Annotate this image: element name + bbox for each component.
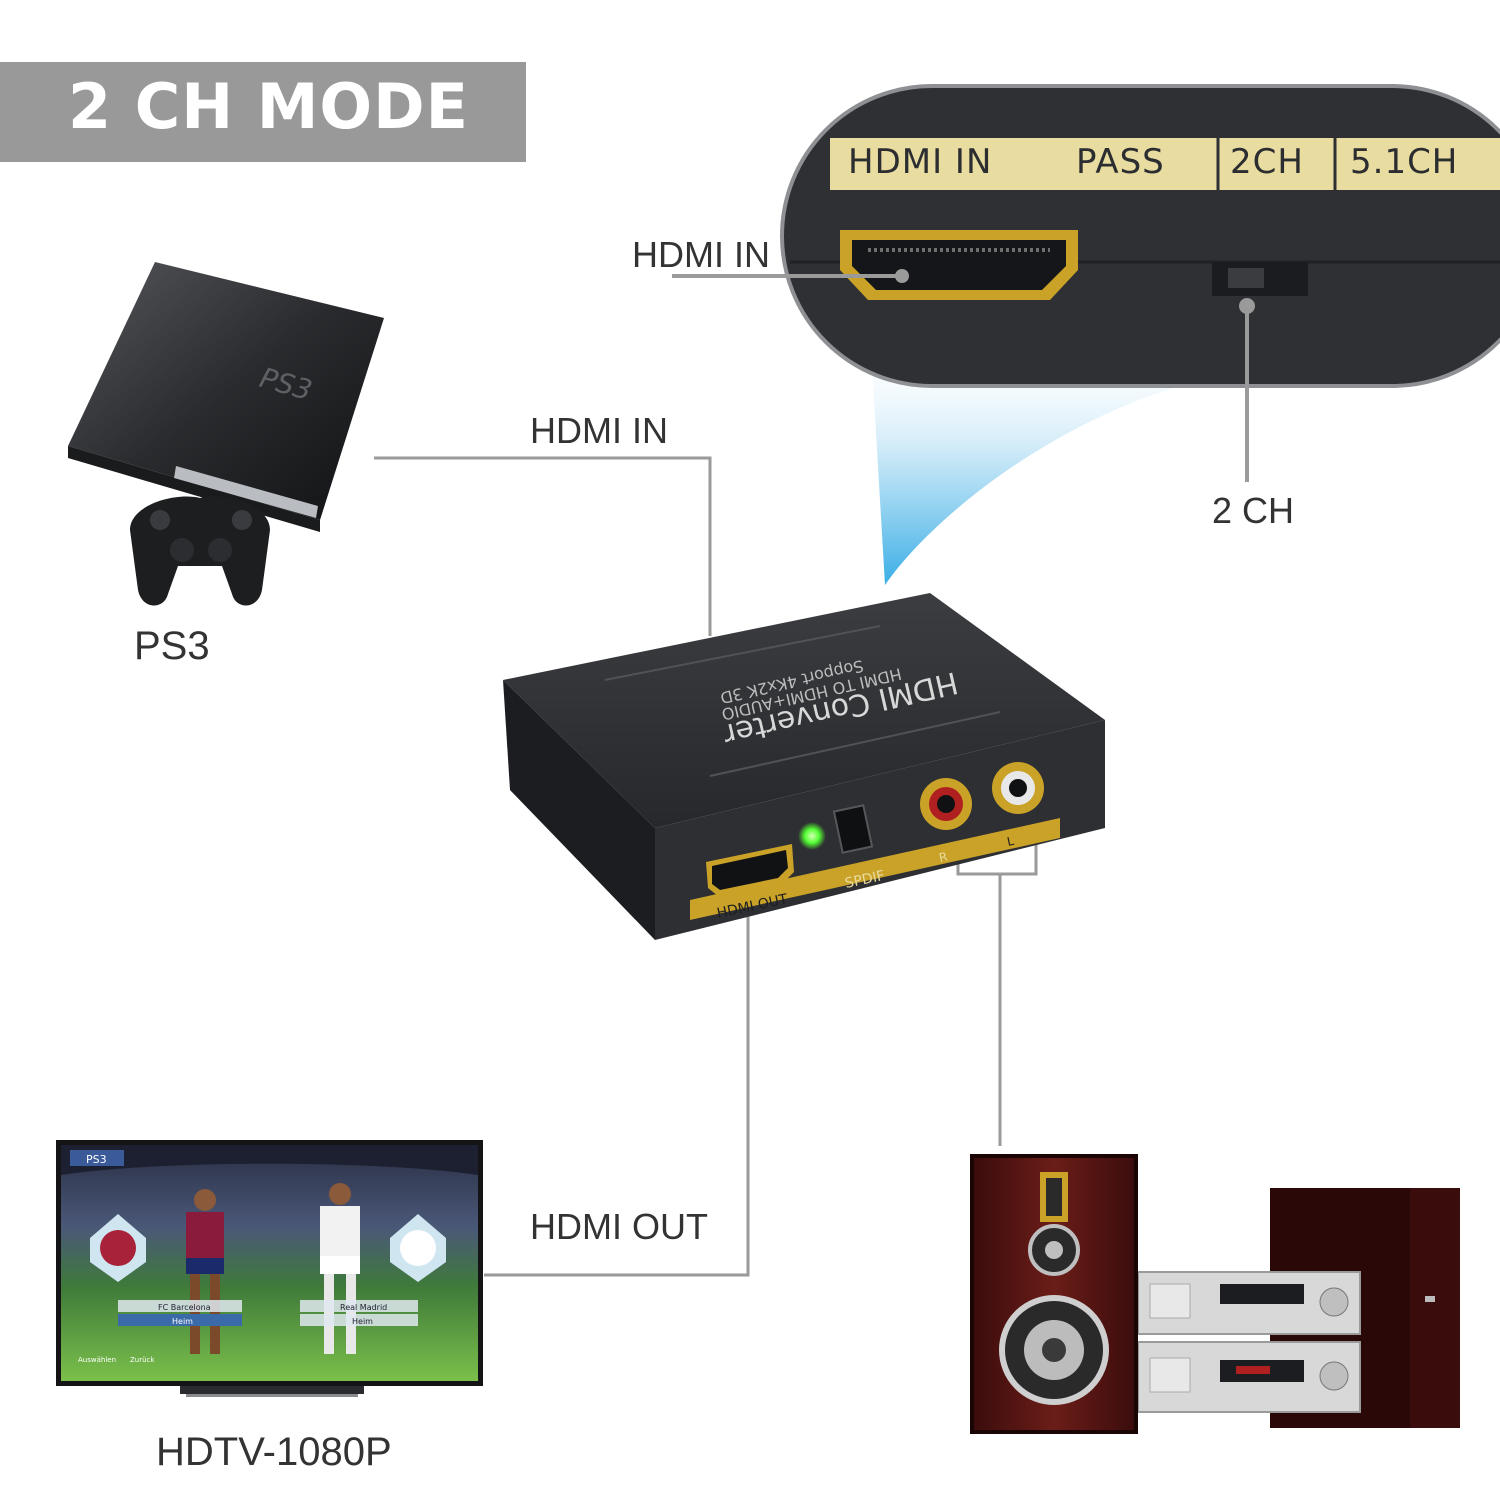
speaker-icon [970,1154,1138,1434]
hdmi-out-port-icon [706,844,794,896]
display-name: HDTV-1080P [156,1430,392,1474]
gamepad-icon [130,496,270,606]
zoom-strip-label-pass: PASS [1076,142,1165,182]
source-name: PS3 [134,624,210,668]
link-hdmi-out [484,872,750,1277]
hint-left: Auswählen [78,1356,116,1364]
mode-banner: 2 CH MODE [0,62,526,162]
port-label-r: R [938,850,949,865]
speaker-system [970,1154,1460,1434]
port-label-l: L [1006,834,1016,849]
team-right: Real Madrid [340,1303,387,1312]
link-label-hdmi-out: HDMI OUT [530,1206,708,1247]
zoom-strip-label-2ch: 2CH [1230,142,1304,182]
hint-right: Zurück [130,1356,155,1364]
zoom-strip-label-hdmi-in: HDMI IN [848,142,993,182]
link-label-hdmi-in: HDMI IN [530,410,668,451]
zoom-beam [870,330,1200,585]
rca-jack-l-icon [992,762,1044,814]
mode-title: 2 CH MODE [68,70,469,143]
led-icon [798,822,826,850]
zoom-strip-label-5-1ch: 5.1CH [1350,142,1459,182]
menu-right: Heim [352,1317,373,1326]
team-left: FC Barcelona [158,1303,211,1312]
link-hdmi-in [374,456,712,636]
ps3-console: PS3 [68,262,384,532]
converter-box: HDMI Converter HDMI TO HDMI+AUDIO Soppor… [503,593,1105,940]
zoom-hdmi-port-icon [840,230,1078,300]
hdtv: PS3 FC Barcelona Heim Real Madrid Heim [56,1140,483,1397]
callout-hdmi-in: HDMI IN [632,234,770,275]
menu-left: Heim [172,1317,193,1326]
optical-port-icon [832,804,874,854]
rca-jack-r-icon [920,778,972,830]
callout-2ch: 2 CH [1212,490,1295,531]
zoom-switch-icon [1212,262,1308,296]
screen-badge: PS3 [86,1153,107,1166]
zoom-panel [780,84,1500,388]
